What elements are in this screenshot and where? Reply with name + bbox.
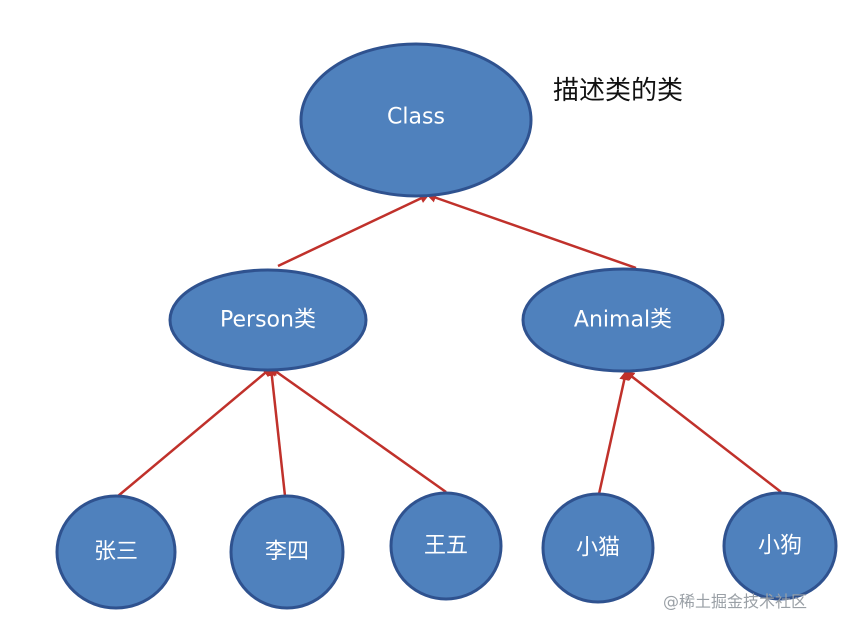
node-zhangsan: 张三 — [55, 494, 177, 610]
node-person: Person类 — [168, 268, 368, 372]
edge-xiaomao-to-animal — [597, 370, 630, 495]
node-wangwu: 王五 — [389, 491, 503, 601]
node-xiaomao-label: 小猫 — [576, 536, 620, 561]
node-wangwu-shape — [389, 491, 503, 601]
node-lisi-label: 李四 — [265, 540, 309, 565]
edge-lisi-to-person — [266, 366, 287, 497]
node-wangwu-label: 王五 — [424, 534, 468, 559]
node-class-shape — [299, 42, 533, 198]
node-lisi-shape — [229, 494, 345, 610]
watermark-text: @稀土掘金技术社区 — [663, 592, 808, 611]
node-animal-shape — [521, 267, 725, 373]
node-lisi: 李四 — [229, 494, 345, 610]
node-animal: Animal类 — [521, 267, 725, 373]
node-class-label: Class — [387, 105, 445, 130]
node-zhangsan-label: 张三 — [94, 540, 138, 565]
node-xiaomao: 小猫 — [541, 492, 655, 604]
node-xiaomao-shape — [541, 492, 655, 604]
node-class: Class — [299, 42, 533, 198]
node-person-label: Person类 — [220, 308, 316, 333]
node-xiaogou-label: 小狗 — [758, 534, 802, 559]
edges — [117, 192, 782, 497]
node-person-shape — [168, 268, 368, 372]
edge-person-to-class — [277, 193, 430, 268]
edge-zhangsan-to-person — [117, 366, 273, 497]
node-xiaogou: 小狗 — [722, 491, 838, 601]
node-animal-label: Animal类 — [574, 308, 672, 333]
edge-wangwu-to-person — [269, 366, 447, 494]
node-xiaogou-shape — [722, 491, 838, 601]
diagram-caption: 描述类的类 — [553, 76, 684, 106]
edge-animal-to-class — [426, 192, 637, 270]
node-zhangsan-shape — [55, 494, 177, 610]
edge-xiaogou-to-animal — [624, 370, 782, 493]
